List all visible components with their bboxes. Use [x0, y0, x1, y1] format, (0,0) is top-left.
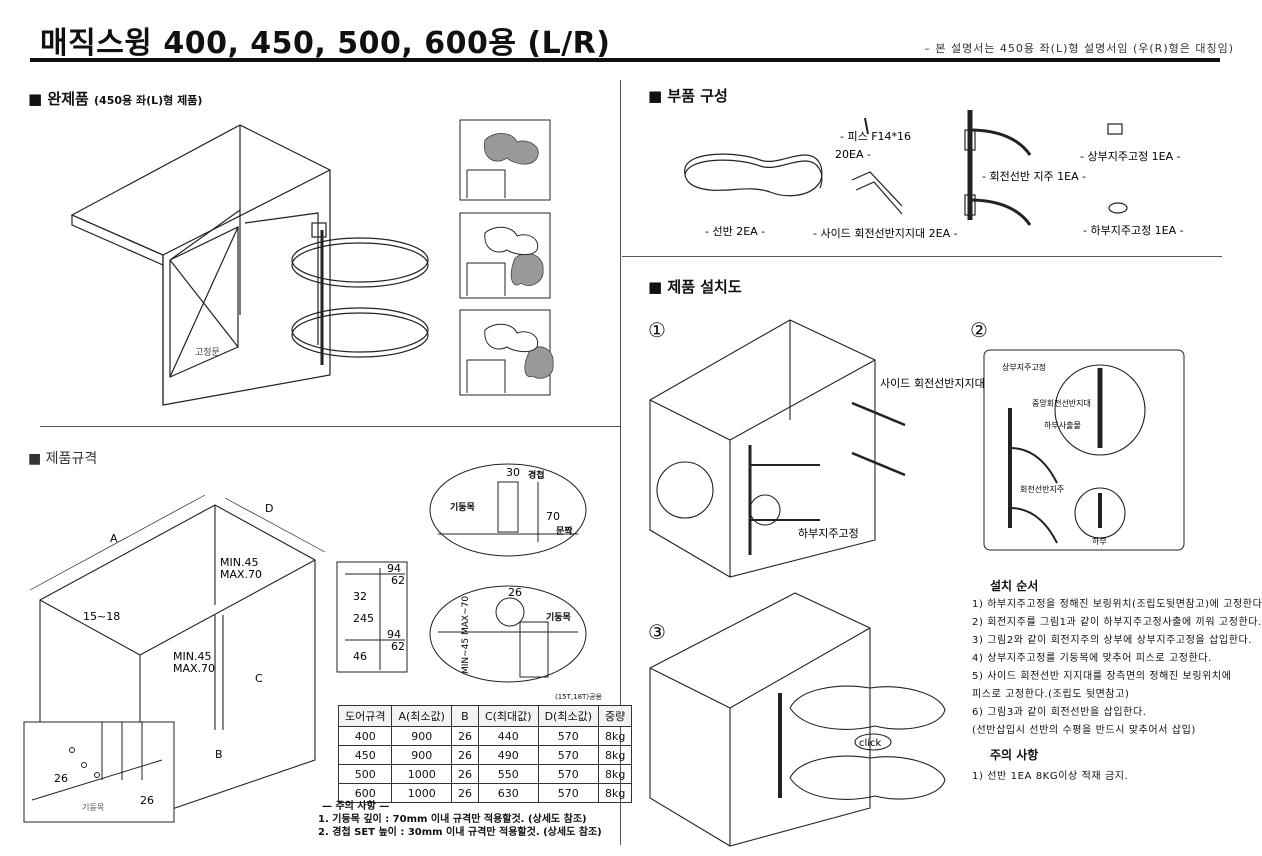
spec-col-header: 도어규격 [337, 705, 393, 727]
boring-dimension-drawing: 94 62 94 62 32 245 46 [336, 561, 408, 673]
dim-94b-label: 94 [387, 628, 401, 641]
complete-subheading: (450용 좌(L)형 제품) [94, 94, 203, 107]
spec-col-header: 중량 [597, 705, 633, 727]
install-step3-marker: ③ [648, 620, 666, 644]
parts-drawing: - 선반 2EA - - 피스 F14*16 20EA - - 사이드 회전선반… [684, 110, 1184, 240]
install-step3-drawing: click [649, 592, 946, 847]
right-divider [622, 256, 1222, 257]
pillar-label: 기둥목 [450, 501, 475, 513]
inset-d26b-label: 26 [140, 794, 154, 807]
install-step2-marker: ② [970, 318, 988, 342]
inset-pillar-label: 기둥목 [82, 803, 104, 812]
click-label: click [859, 738, 882, 749]
spec-col-header: B [450, 705, 479, 727]
list-item: 3) 그림2와 같이 회전지주의 상부에 상부지주고정을 삽입한다. [972, 635, 1253, 646]
dim-245-label: 245 [353, 612, 374, 625]
spec-caution-1: 1. 기둥목 깊이 : 70mm 이내 규격만 적용할것. (상세도 참조) [318, 814, 587, 825]
pole-label: - 회전선반 지주 1EA - [982, 170, 1086, 183]
spec-col-header: C(최대값) [477, 705, 539, 727]
list-item: 2) 회전지주를 그림1과 같이 하부지주고정사출에 끼워 고정한다. [972, 617, 1262, 628]
screw-qty-label: 20EA - [835, 148, 871, 161]
pillar-detail-drawing: 26 기둥목 MIN~45 MAX~70 [429, 585, 587, 683]
dim-62-label: 62 [391, 574, 405, 587]
spec-caution: — 주의 사항 — 1. 기둥목 깊이 : 70mm 이내 규격만 적용할것. … [318, 800, 602, 839]
upper-fix-label: - 상부지주고정 1EA - [1080, 150, 1181, 163]
spec-table-header-row: 도어규격 A(최소값) B C(최대값) D(최소값) 중량 [337, 705, 633, 727]
dim-b-label: B [215, 748, 223, 761]
dim-94-label: 94 [387, 562, 401, 575]
hinge-detail-drawing: 30 경첩 기둥목 70 문짝 [429, 463, 587, 557]
list-item: 5) 사이드 회전선반 지지대를 장측면의 정해진 보링위치에 [972, 671, 1232, 682]
spec-caution-title: — 주의 사항 — [322, 801, 390, 812]
header-note: – 본 설명서는 450용 좌(L)형 설명서임 (우(R)형은 대칭임) [924, 42, 1234, 55]
lower-fix-label: - 하부지주고정 1EA - [1083, 223, 1184, 237]
install-caution-text: 1) 선반 1EA 8KG이상 적재 금지. [972, 771, 1129, 782]
install-step1-drawing: 사이드 회전선반지지대 하부지주고정 [649, 319, 985, 578]
install-order-list: 1) 하부지주고정을 정해진 보링위치(조립도뒷면참고)에 고정한다. 2) 회… [972, 596, 1262, 740]
list-item: 1) 하부지주고정을 정해진 보링위치(조립도뒷면참고)에 고정한다. [972, 599, 1262, 610]
hinge-70-label: 70 [546, 510, 560, 523]
min45-top-label: MIN.45 [220, 556, 258, 569]
list-item: 6) 그림3과 같이 회전선반을 삽입한다. [972, 707, 1147, 718]
install-caution-title: 주의 사항 [990, 748, 1039, 762]
dim-46-label: 46 [353, 650, 367, 663]
fixed-door-label: 고정문 [195, 347, 220, 358]
minmax-label: MIN~45 MAX~70 [461, 596, 471, 674]
spec-caution-2: 2. 경첩 SET 높이 : 30mm 이내 규격만 적용할것. (상세도 참조… [318, 827, 602, 838]
complete-heading: ■ 완제품 (450용 좌(L)형 제품) [28, 90, 203, 108]
bottom-label: 하부 [1092, 536, 1107, 546]
door-label: 문짝 [556, 525, 573, 537]
pole-detail-label: 회전선반지주 [1020, 484, 1064, 494]
upper-fix-detail-label: 상부지주고정 [1002, 362, 1046, 372]
install-step1-marker: ① [648, 318, 666, 342]
rotation-steps-drawing [459, 119, 554, 396]
center-shelf-label: 중앙회전선반지대 [1032, 398, 1091, 408]
spec-detail-inset: 26 26 기둥목 [23, 721, 175, 823]
header-rule [30, 58, 1220, 62]
side-support-label: - 사이드 회전선반지지대 2EA - [813, 227, 958, 240]
dim-62b-label: 62 [391, 640, 405, 653]
inset-d26-label: 26 [54, 772, 68, 785]
hinge-30-label: 30 [506, 466, 520, 479]
install-side-label: 사이드 회전선반지지대 [880, 377, 985, 390]
pillar-26-label: 26 [508, 586, 522, 599]
shelf-label: - 선반 2EA - [705, 225, 765, 238]
hinge-label: 경첩 [528, 469, 545, 481]
dim-a-label: A [110, 532, 118, 545]
spec-heading: ■ 제품규격 [28, 451, 98, 467]
left-divider [40, 426, 620, 427]
vertical-divider [620, 80, 621, 845]
list-item: (선반삽입시 선반의 수평을 반드시 맞추어서 삽입) [972, 725, 1196, 736]
dim-c-label: C [255, 672, 263, 685]
dim-d-label: D [265, 502, 273, 515]
spec-col-header: D(최소값) [537, 705, 600, 727]
parts-heading: ■ 부품 구성 [648, 87, 728, 105]
pillar-detail-label: 기둥목 [546, 611, 571, 623]
suction-label: 하부사출물 [1044, 420, 1081, 430]
thickness-note: (15T,18T)공용 [555, 693, 602, 701]
dim-32-label: 32 [353, 590, 367, 603]
complete-product-drawing: 고정문 [70, 124, 429, 406]
max70-mid-label: MAX.70 [173, 662, 215, 675]
max70-top-label: MAX.70 [220, 568, 262, 581]
min45-mid-label: MIN.45 [173, 650, 211, 663]
install-lower-label: 하부지주고정 [798, 526, 859, 540]
list-item: 4) 상부지주고정를 기둥목에 맞추어 피스로 고정한다. [972, 653, 1212, 664]
install-order-title: 설치 순서 [990, 579, 1039, 593]
thickness-label: 15~18 [83, 610, 120, 623]
install-heading: ■ 제품 설치도 [648, 278, 742, 296]
screw-label: - 피스 F14*16 [840, 130, 911, 143]
list-item: 피스로 고정한다.(조립도 뒷면참고) [972, 689, 1130, 700]
install-step2-drawing: 상부지주고정 중앙회전선반지대 하부사출물 회전선반지주 하부 [983, 349, 1185, 551]
spec-col-header: A(최소값) [391, 705, 452, 727]
page-title: 매직스윙 400, 450, 500, 600용 (L/R) [40, 26, 611, 61]
